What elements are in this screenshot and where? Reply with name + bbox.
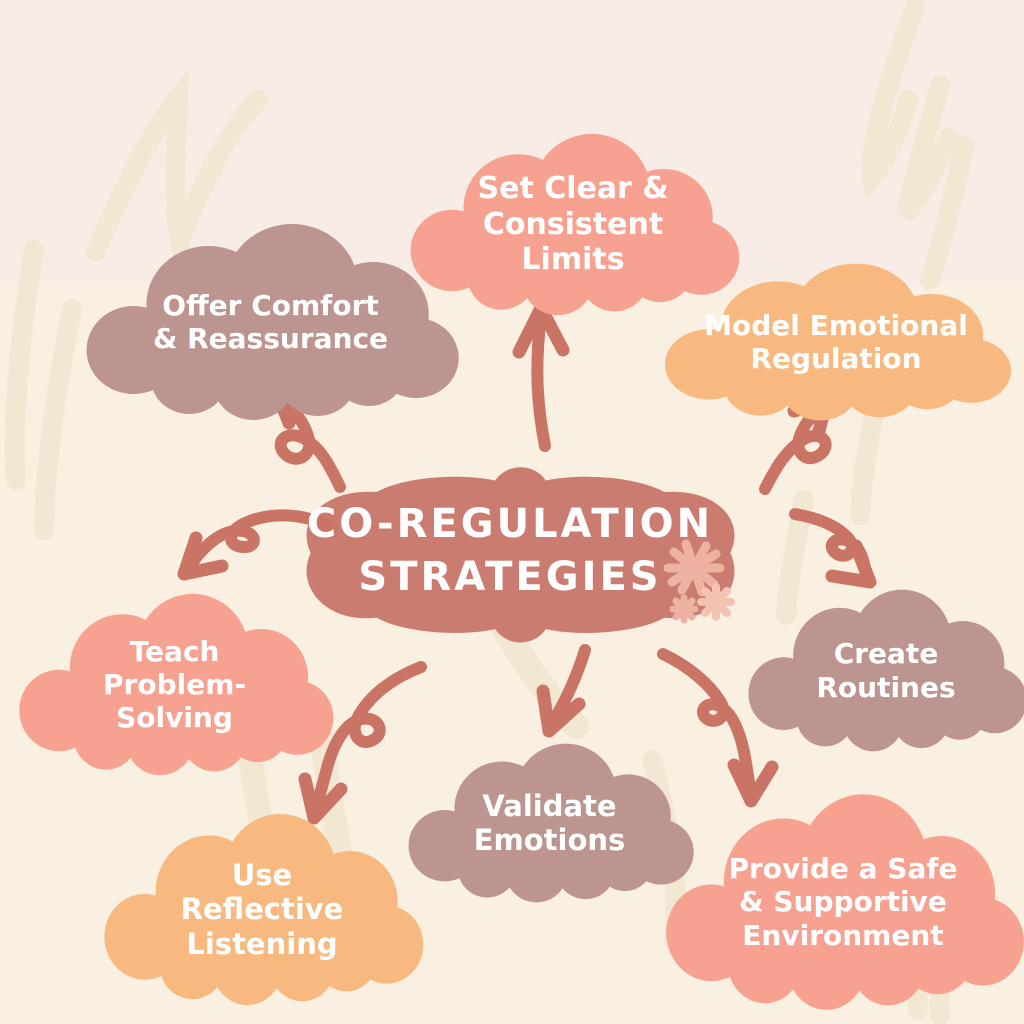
- node-create-routines: Create Routines: [742, 588, 1024, 753]
- flower-medium-icon: [697, 583, 735, 621]
- arrow-use-reflective-shaft: [310, 661, 427, 816]
- arrow-provide-safe-shaft: [657, 648, 756, 798]
- flower-sparkles-icon: [663, 539, 725, 624]
- flower-large-icon: [663, 539, 725, 597]
- node-model-emotional-regulation: Model Emotional Regulation: [657, 262, 1015, 422]
- node-validate-emotions: Validate Emotions: [402, 742, 697, 904]
- node-label: Provide a Safe & Supportive Environment: [728, 852, 958, 952]
- node-label: Offer Comfort & Reassurance: [152, 288, 389, 355]
- node-label: Model Emotional Regulation: [704, 308, 968, 375]
- center-blob: [306, 467, 735, 643]
- node-label: Teach Problem- Solving: [103, 634, 246, 735]
- node-offer-comfort: Offer Comfort & Reassurance: [78, 222, 463, 422]
- arrow-use-reflective-head-icon: [298, 772, 348, 825]
- center-blob-shape: [306, 467, 735, 643]
- node-label: Create Routines: [816, 637, 956, 704]
- connector-arrows: [177, 301, 877, 825]
- node-teach-problem-solving: Teach Problem- Solving: [12, 592, 337, 777]
- diagram-title: CO-REGULATION STRATEGIES: [306, 501, 714, 600]
- node-label: Set Clear & Consistent Limits: [477, 171, 669, 278]
- node-label: Validate Emotions: [473, 788, 626, 857]
- arrow-model-emotional-shaft: [759, 402, 832, 495]
- arrow-create-routines-head-icon: [825, 539, 877, 589]
- node-set-clear-limits: Set Clear & Consistent Limits: [403, 132, 743, 317]
- node-use-reflective-listening: Use Reflective Listening: [97, 812, 427, 1007]
- arrow-up-shaft: [531, 310, 551, 452]
- arrow-teach-problem-shaft: [184, 509, 338, 572]
- arrow-teach-problem-head-icon: [177, 531, 229, 581]
- arrow-offer-comfort-shaft: [274, 394, 346, 493]
- node-label: Use Reflective Listening: [180, 858, 344, 961]
- node-provide-safe-environment: Provide a Safe & Supportive Environment: [658, 792, 1024, 1012]
- arrow-validate-head-icon: [536, 684, 586, 738]
- arrow-provide-safe-head-icon: [727, 758, 779, 808]
- flower-small-icon: [669, 594, 699, 624]
